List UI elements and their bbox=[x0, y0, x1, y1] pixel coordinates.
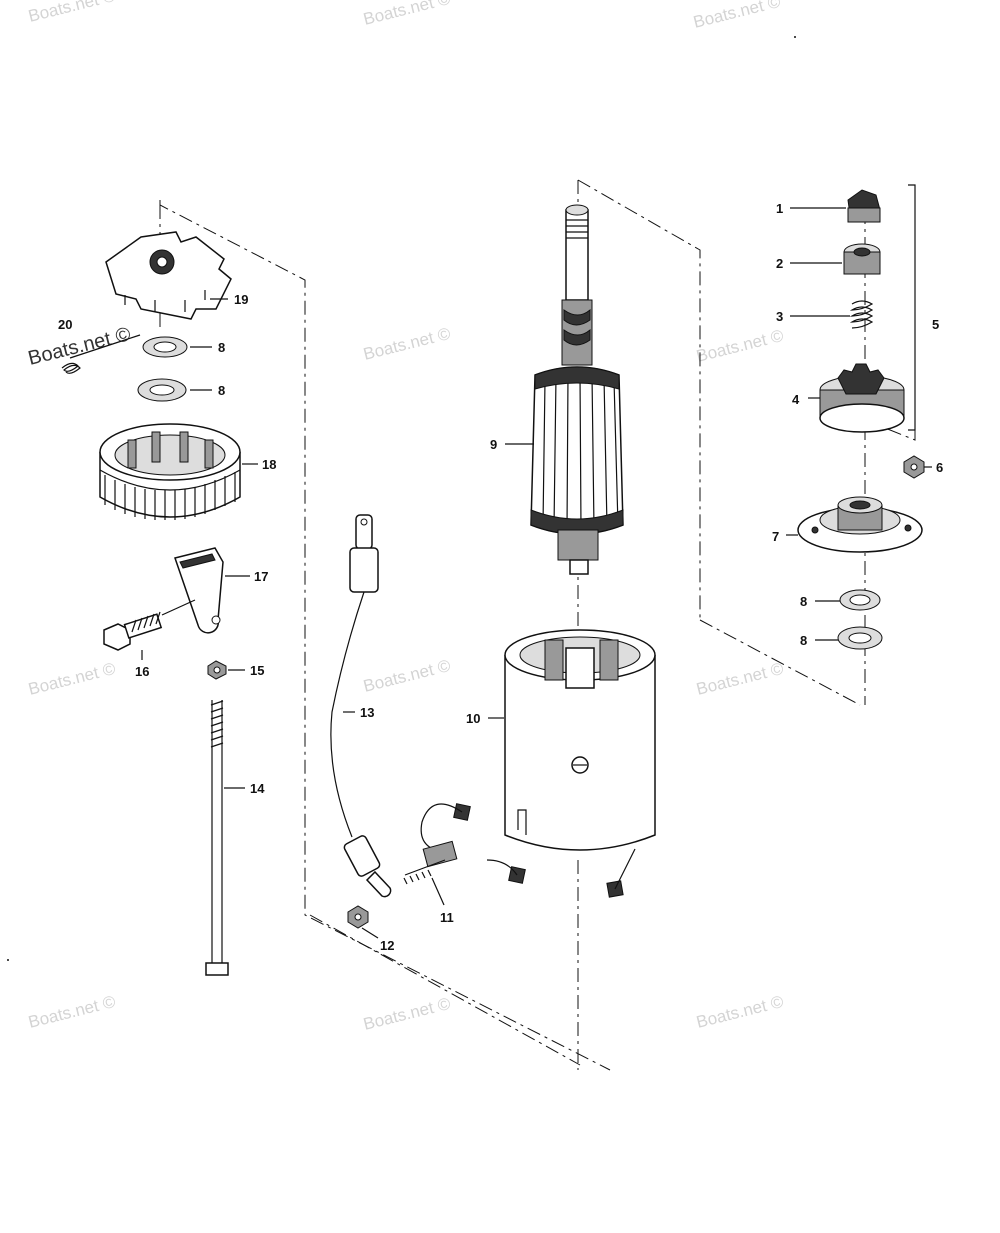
part-9-armature bbox=[505, 204, 624, 575]
watermark-9: Boats.net © bbox=[26, 992, 117, 1032]
watermark-prominent: Boats.net © bbox=[26, 323, 133, 370]
part-2-bushing bbox=[790, 243, 881, 275]
part-15-lockwasher bbox=[207, 660, 245, 680]
callout-16: 16 bbox=[135, 664, 149, 679]
callout-10: 10 bbox=[466, 711, 480, 726]
part-19-brush-plate bbox=[105, 231, 232, 320]
part-6-nut bbox=[903, 455, 932, 479]
part-11-brush-set bbox=[403, 803, 636, 906]
watermark-3: Boats.net © bbox=[691, 0, 782, 32]
watermark-8: Boats.net © bbox=[694, 659, 785, 699]
watermark-5: Boats.net © bbox=[694, 326, 785, 366]
callout-17: 17 bbox=[254, 569, 268, 584]
callout-12: 12 bbox=[380, 938, 394, 953]
callout-4: 4 bbox=[792, 392, 800, 407]
callout-18: 18 bbox=[262, 457, 276, 472]
callout-labels: 1 2 3 4 5 6 7 8 8 9 10 11 12 13 14 15 16… bbox=[58, 201, 943, 953]
callout-19: 19 bbox=[234, 292, 248, 307]
part-17-bracket bbox=[174, 547, 250, 634]
callout-8b: 8 bbox=[218, 383, 225, 398]
part-20-spring bbox=[61, 334, 141, 374]
part-7-end-cap bbox=[786, 496, 923, 553]
part-14-through-bolt bbox=[205, 700, 245, 976]
watermark-7: Boats.net © bbox=[361, 656, 452, 696]
callout-6: 6 bbox=[936, 460, 943, 475]
part-13-lead-wire bbox=[330, 514, 392, 898]
callout-9: 9 bbox=[490, 437, 497, 452]
part-1-nut bbox=[790, 189, 881, 223]
callout-14: 14 bbox=[250, 781, 265, 796]
callout-8c: 8 bbox=[800, 594, 807, 609]
callout-7: 7 bbox=[772, 529, 779, 544]
callout-8a: 8 bbox=[218, 340, 225, 355]
callout-13: 13 bbox=[360, 705, 374, 720]
watermark-6: Boats.net © bbox=[26, 659, 117, 699]
part-8c-washer bbox=[815, 589, 881, 611]
callout-2: 2 bbox=[776, 256, 783, 271]
part-8d-washer bbox=[815, 626, 883, 650]
watermark-10: Boats.net © bbox=[361, 994, 452, 1034]
callout-3: 3 bbox=[776, 309, 783, 324]
part-4-pinion-gear bbox=[808, 363, 905, 433]
watermark-2: Boats.net © bbox=[361, 0, 452, 29]
part-8a-washer bbox=[142, 336, 212, 358]
watermark-1: Boats.net © bbox=[26, 0, 117, 26]
callout-1: 1 bbox=[776, 201, 783, 216]
callout-20: 20 bbox=[58, 317, 72, 332]
callout-5: 5 bbox=[932, 317, 939, 332]
callout-8d: 8 bbox=[800, 633, 807, 648]
watermark-4: Boats.net © bbox=[361, 324, 452, 364]
callout-11: 11 bbox=[440, 910, 454, 925]
part-8b-washer bbox=[137, 378, 212, 402]
assembly-boundaries bbox=[159, 179, 916, 1071]
part-16-bolt bbox=[103, 599, 196, 660]
part-10-frame bbox=[488, 629, 656, 851]
part-18-end-head bbox=[99, 423, 258, 520]
callout-15: 15 bbox=[250, 663, 264, 678]
watermarks: Boats.net © Boats.net © Boats.net © Boat… bbox=[26, 0, 786, 1034]
part-12-nut bbox=[347, 905, 379, 939]
part-3-spring bbox=[790, 300, 874, 329]
watermark-11: Boats.net © bbox=[694, 992, 785, 1032]
